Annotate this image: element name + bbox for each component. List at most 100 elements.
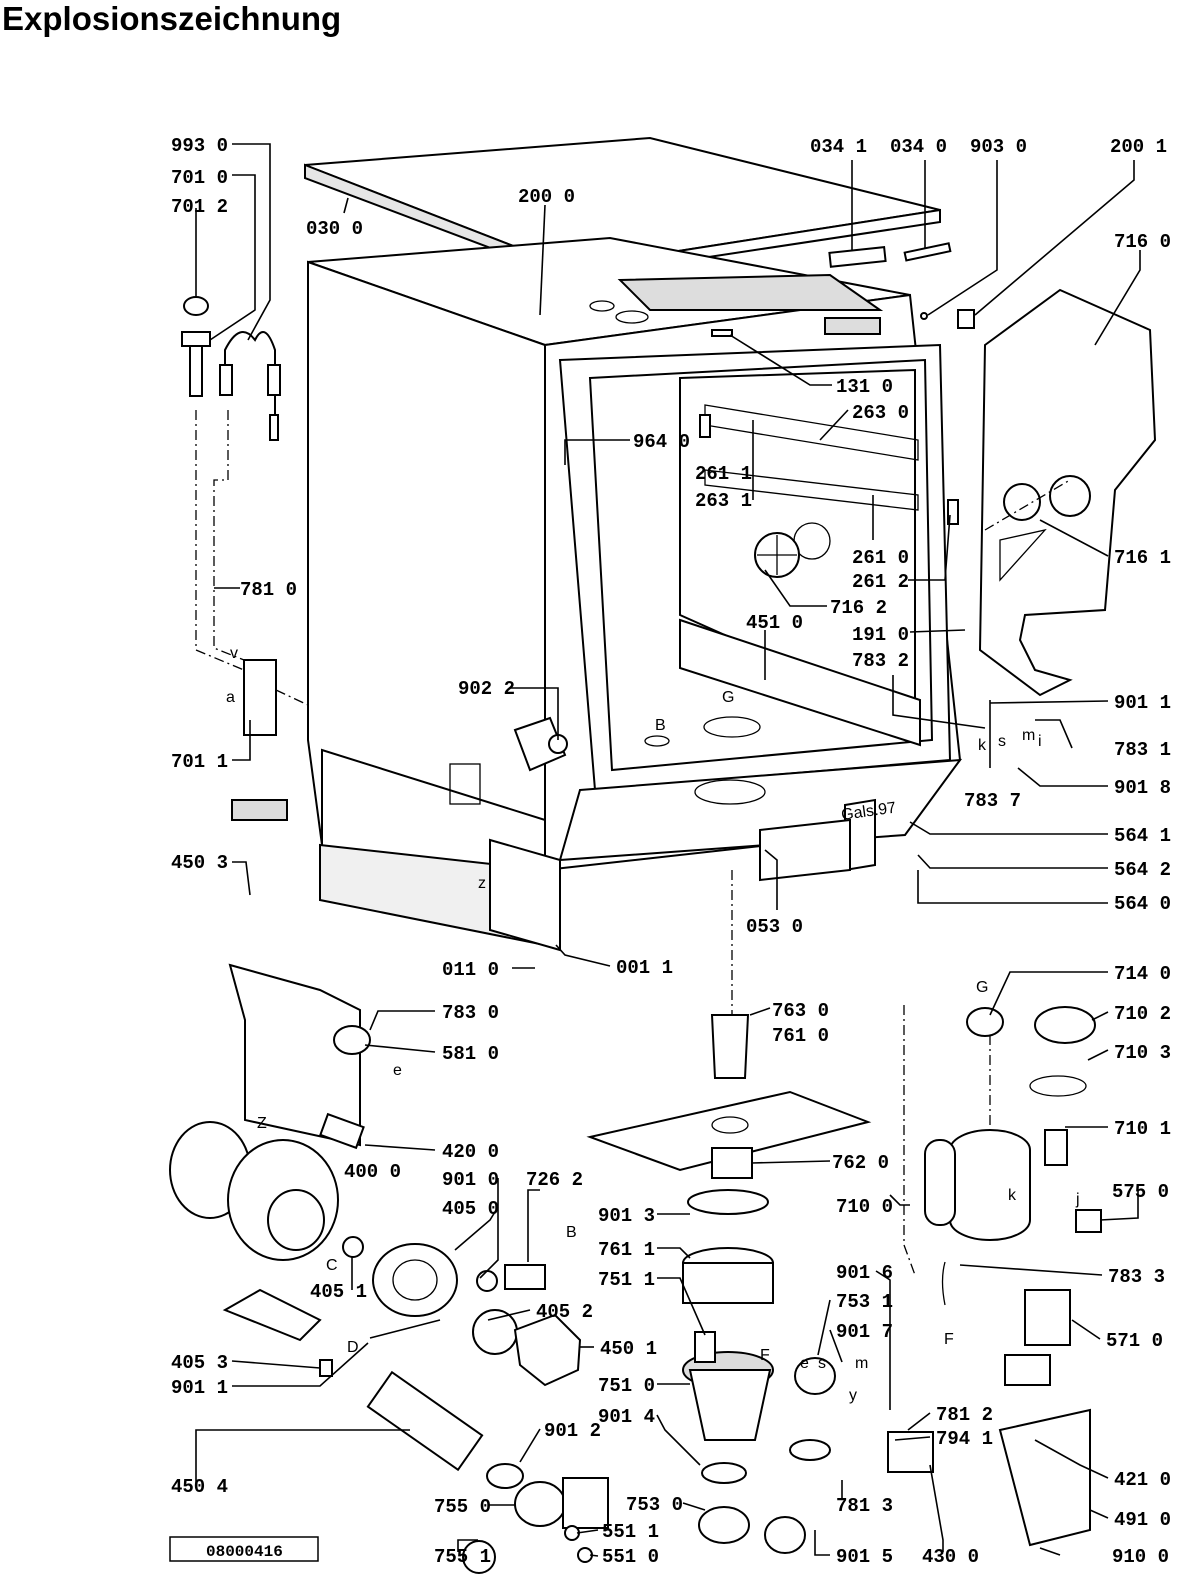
part-label-034_0: 034 0: [890, 136, 947, 158]
part-label-901_7: 901 7: [836, 1321, 893, 1343]
part-label-753_0: 753 0: [626, 1494, 683, 1516]
part-label-575_0: 575 0: [1112, 1181, 1169, 1203]
part-label-581_0: 581 0: [442, 1043, 499, 1065]
svg-text:B: B: [566, 1224, 577, 1241]
part-label-726_2: 726 2: [526, 1169, 583, 1191]
part-number-labels: 993 0 701 0 701 2 030 0 200 0 034 1 034 …: [171, 135, 1171, 1568]
part-label-400_0: 400 0: [344, 1161, 401, 1183]
svg-text:e: e: [800, 1355, 809, 1372]
part-label-131_0: 131 0: [836, 376, 893, 398]
part-label-761_1: 761 1: [598, 1239, 655, 1261]
part-label-263_1: 263 1: [695, 490, 752, 512]
part-label-993_0: 993 0: [171, 135, 228, 157]
letter-marker: k: [978, 737, 987, 754]
part-label-710_2: 710 2: [1114, 1003, 1171, 1025]
svg-text:G: G: [976, 979, 988, 996]
svg-text:e: e: [393, 1062, 402, 1079]
part-label-901_3: 901 3: [598, 1205, 655, 1227]
part-label-716_1: 716 1: [1114, 547, 1171, 569]
svg-text:D: D: [347, 1339, 359, 1356]
part-label-710_1: 710 1: [1114, 1118, 1171, 1140]
drawing-number: 08000416: [206, 1543, 283, 1561]
letter-marker: m: [1022, 727, 1035, 744]
part-label-261_1: 261 1: [695, 463, 752, 485]
part-label-716_0: 716 0: [1114, 231, 1171, 253]
part-label-761_0: 761 0: [772, 1025, 829, 1047]
part-label-450_1: 450 1: [600, 1338, 657, 1360]
svg-text:s: s: [818, 1355, 826, 1372]
part-label-701_1: 701 1: [171, 751, 228, 773]
svg-text:y: y: [849, 1387, 857, 1404]
part-label-551_1: 551 1: [602, 1521, 659, 1543]
part-label-751_1: 751 1: [598, 1269, 655, 1291]
part-label-450_4: 450 4: [171, 1476, 228, 1498]
part-label-781_2: 781 2: [936, 1404, 993, 1426]
svg-text:k: k: [1008, 1187, 1017, 1204]
part-label-901_5: 901 5: [836, 1546, 893, 1568]
pump-motor-assembly: Z C D B e: [169, 799, 609, 1574]
part-label-710_3: 710 3: [1114, 1042, 1171, 1064]
part-label-263_0: 263 0: [852, 402, 909, 424]
part-label-405_3: 405 3: [171, 1352, 228, 1374]
part-label-034_1: 034 1: [810, 136, 867, 158]
svg-text:F: F: [944, 1331, 954, 1348]
part-label-405_1: 405 1: [310, 1281, 367, 1303]
part-label-901_1a: 901 1: [1114, 692, 1171, 714]
part-label-755_0: 755 0: [434, 1496, 491, 1518]
part-label-901_4: 901 4: [598, 1406, 655, 1428]
letter-marker: i: [1038, 733, 1042, 750]
part-label-903_0: 903 0: [970, 136, 1027, 158]
part-label-783_0: 783 0: [442, 1002, 499, 1024]
part-label-755_1: 755 1: [434, 1546, 491, 1568]
part-label-710_0: 710 0: [836, 1196, 893, 1218]
part-label-011_0: 011 0: [442, 959, 499, 981]
side-panel-part: [978, 288, 1157, 697]
part-label-564_0: 564 0: [1114, 893, 1171, 915]
part-label-794_1: 794 1: [936, 1428, 993, 1450]
part-label-751_0: 751 0: [598, 1375, 655, 1397]
leader-lines: [195, 143, 1141, 1557]
cabinet-frame: Gals.97: [307, 236, 963, 952]
part-label-701_2: 701 2: [171, 196, 228, 218]
part-label-191_0: 191 0: [852, 624, 909, 646]
part-label-762_0: 762 0: [832, 1152, 889, 1174]
part-label-053_0: 053 0: [746, 916, 803, 938]
part-label-001_1: 001 1: [616, 957, 673, 979]
part-label-901_8: 901 8: [1114, 777, 1171, 799]
part-label-701_0: 701 0: [171, 167, 228, 189]
part-label-783_3: 783 3: [1108, 1266, 1165, 1288]
letter-marker: B: [655, 717, 666, 734]
svg-text:a: a: [226, 689, 235, 706]
svg-text:C: C: [326, 1257, 338, 1274]
part-label-763_0: 763 0: [772, 1000, 829, 1022]
svg-text:m: m: [855, 1355, 868, 1372]
part-label-450_3: 450 3: [171, 852, 228, 874]
part-label-421_0: 421 0: [1114, 1469, 1171, 1491]
letter-marker: s: [998, 733, 1006, 750]
part-label-405_0: 405 0: [442, 1198, 499, 1220]
left-hose-parts: a v: [181, 296, 309, 736]
part-label-901_2: 901 2: [544, 1420, 601, 1442]
part-label-200_0: 200 0: [518, 186, 575, 208]
part-label-564_2: 564 2: [1114, 859, 1171, 881]
sump-assembly: F e s m y: [586, 870, 872, 1554]
part-label-783_1: 783 1: [1114, 739, 1171, 761]
part-label-910_0: 910 0: [1112, 1546, 1169, 1568]
part-label-783_7: 783 7: [964, 790, 1021, 812]
letter-markers: B G k s m i z: [478, 689, 1042, 892]
svg-text:Z: Z: [257, 1115, 267, 1132]
part-label-430_0: 430 0: [922, 1546, 979, 1568]
part-label-261_0: 261 0: [852, 547, 909, 569]
part-label-781_0: 781 0: [240, 579, 297, 601]
part-label-564_1: 564 1: [1114, 825, 1171, 847]
part-label-551_0: 551 0: [602, 1546, 659, 1568]
svg-text:j: j: [1075, 1191, 1080, 1208]
part-label-901_6: 901 6: [836, 1262, 893, 1284]
part-label-200_1: 200 1: [1110, 136, 1167, 158]
page-title: Explosionszeichnung: [2, 0, 342, 37]
part-label-261_2: 261 2: [852, 571, 909, 593]
part-label-964_0: 964 0: [633, 431, 690, 453]
part-label-781_3: 781 3: [836, 1495, 893, 1517]
part-label-420_0: 420 0: [442, 1141, 499, 1163]
